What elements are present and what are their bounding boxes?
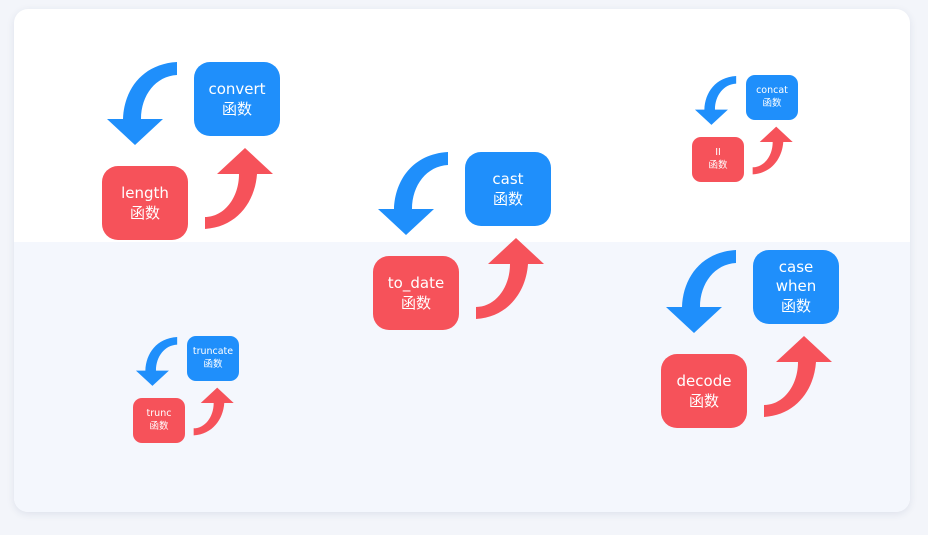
function-suffix: 函数 [400, 294, 431, 312]
function-box-trunc: trunc 函数 [133, 398, 185, 443]
function-suffix: 函数 [221, 100, 252, 118]
function-box-concat: concat 函数 [746, 75, 798, 120]
function-suffix: 函数 [708, 159, 728, 171]
curved-arrow-down-left-icon [666, 250, 832, 417]
group-convert-length: convert 函数 length 函数 [102, 62, 282, 242]
function-suffix: 函数 [780, 296, 811, 315]
curved-arrow-down-left-icon [135, 337, 234, 436]
group-concat-pipes: concat 函数 II 函数 [692, 75, 798, 183]
function-suffix: 函数 [688, 392, 719, 410]
function-name: trunc [146, 407, 172, 419]
function-name-line-2: when [775, 277, 817, 296]
curved-arrow-down-left-icon [378, 152, 544, 319]
function-name: to_date [387, 273, 445, 292]
curved-arrow-down-left-icon [107, 62, 273, 229]
function-box-case-when: case when 函数 [753, 250, 839, 324]
function-name: truncate [192, 345, 234, 357]
function-suffix: 函数 [129, 204, 160, 222]
function-box-truncate: truncate 函数 [187, 336, 239, 381]
function-box-decode: decode 函数 [661, 354, 747, 428]
function-box-length: length 函数 [102, 166, 188, 240]
group-case-when-decode: case when 函数 decode 函数 [661, 250, 841, 430]
function-name: decode [676, 371, 732, 390]
function-name: concat [756, 84, 788, 96]
function-box-to-date: to_date 函数 [373, 256, 459, 330]
function-suffix: 函数 [149, 420, 169, 432]
curved-arrow-down-left-icon [694, 76, 793, 175]
function-name: cast [492, 169, 524, 188]
function-box-cast: cast 函数 [465, 152, 551, 226]
function-suffix: 函数 [203, 358, 223, 370]
function-box-pipes: II 函数 [692, 137, 744, 182]
group-truncate-trunc: truncate 函数 trunc 函数 [133, 336, 239, 444]
function-name: convert [208, 79, 266, 98]
diagram-card: convert 函数 length 函数 cast 函数 to_date 函数 … [14, 9, 910, 512]
function-name: length [121, 183, 169, 202]
function-suffix: 函数 [762, 97, 782, 109]
function-suffix: 函数 [492, 190, 523, 208]
group-cast-to-date: cast 函数 to_date 函数 [373, 152, 553, 332]
function-name: II [715, 146, 721, 158]
function-box-convert: convert 函数 [194, 62, 280, 136]
function-name: case [778, 257, 814, 276]
